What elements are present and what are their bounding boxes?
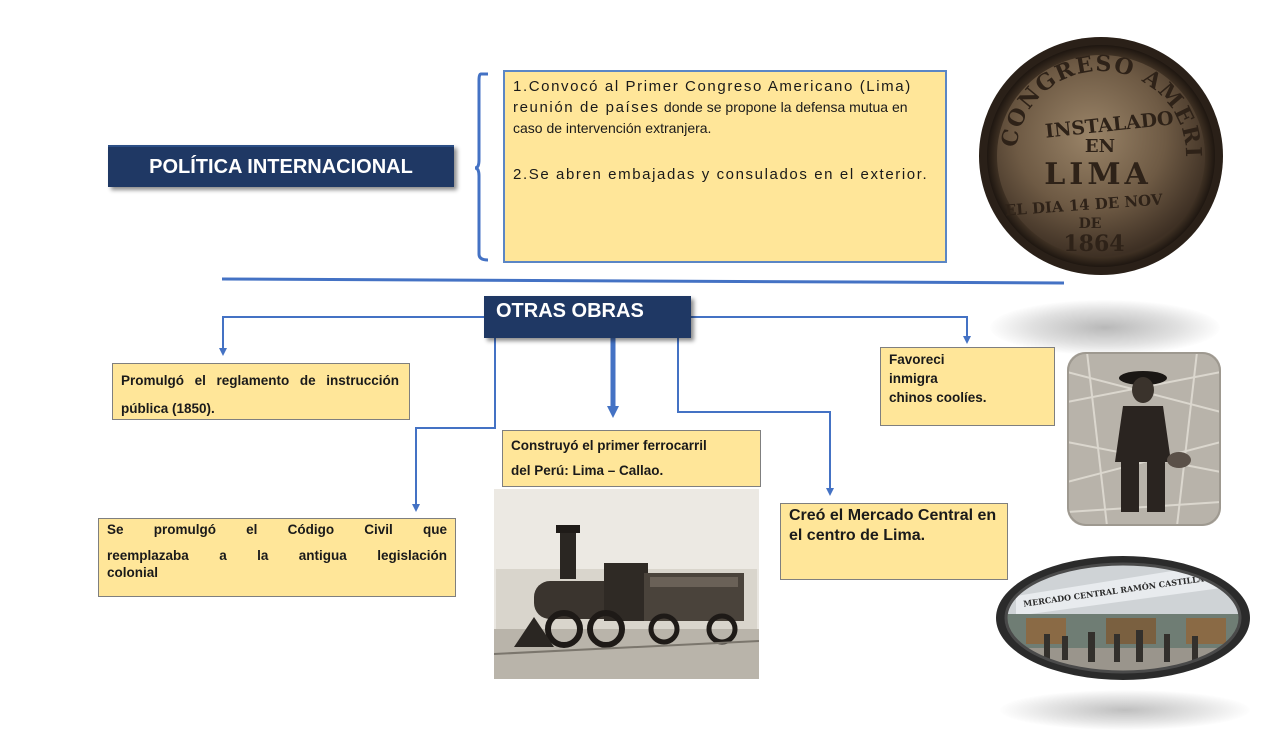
codigo-word: Código <box>287 522 335 537</box>
train-photo-image <box>494 489 759 679</box>
coin-line7: 1864 <box>1063 231 1124 257</box>
mercado-central-box: Creó el Mercado Central en el centro de … <box>780 503 1008 580</box>
codigo-word: la <box>257 548 269 563</box>
codigo-word: reemplazaba <box>107 548 189 563</box>
mercado-central-photo-image: MERCADO CENTRAL RAMÓN CASTILLA <box>996 556 1250 680</box>
favoreci-inmigracion-box: Favoreci inmigra chinos coolíes. <box>880 347 1055 426</box>
ferrocarril-line-2: del Perú: Lima – Callao. <box>511 463 664 478</box>
coin-line6: DE <box>1079 216 1102 232</box>
codigo-word: Se <box>107 522 124 537</box>
market-shadow <box>1000 690 1250 730</box>
codigo-word: promulgó <box>153 522 216 537</box>
ferrocarril-box: Construyó el primer ferrocarril del Perú… <box>502 430 761 487</box>
section-divider <box>221 277 1065 285</box>
codigo-civil-box: Se promulgó el Código Civil que reemplazaba a l… <box>98 518 456 597</box>
politica-item-1-rest: donde se propone la defensa mutua en cas… <box>513 99 908 136</box>
coin-shadow <box>990 300 1220 355</box>
codigo-word: legislación <box>377 548 447 563</box>
coin-line3: EN <box>1085 136 1115 157</box>
favoreci-line-2: inmigra <box>889 371 938 386</box>
favoreci-line-1: Favoreci <box>889 352 945 367</box>
codigo-word: el <box>246 522 258 537</box>
bracket <box>474 72 489 262</box>
otras-obras-title: OTRAS OBRAS <box>484 296 691 338</box>
codigo-word: que <box>422 522 447 537</box>
connector-favoreci <box>691 316 971 344</box>
favoreci-line-3: chinos coolíes. <box>889 390 987 405</box>
ferrocarril-line-1: Construyó el primer ferrocarril <box>511 438 707 453</box>
connector-mercado <box>677 338 834 496</box>
codigo-line-2: reemplazaba a la antigua legislación <box>107 547 447 564</box>
coolie-worker-photo-image <box>1067 352 1221 526</box>
connector-reglamento <box>219 316 484 356</box>
codigo-word: Civil <box>364 522 393 537</box>
codigo-line-1: Se promulgó el Código Civil que <box>107 521 447 538</box>
politica-item-2: 2.Se abren embajadas y consulados en el … <box>513 166 929 183</box>
codigo-word: antigua <box>298 548 347 563</box>
politica-internacional-title: POLÍTICA INTERNACIONAL <box>108 145 454 187</box>
codigo-word: a <box>219 548 227 563</box>
coin-line4: LIMA <box>1044 157 1152 192</box>
politica-internacional-box: 1.Convocó al Primer Congreso Americano (… <box>503 70 947 263</box>
codigo-line-3: colonial <box>107 565 159 580</box>
connector-codigo <box>412 338 496 512</box>
politica-item-1-spaced: 1.Convocó al Primer Congreso Americano (… <box>513 78 912 116</box>
reglamento-box: Promulgó el reglamento de instrucción pú… <box>112 363 410 420</box>
congreso-americano-coin-image: CONGRESO AMERICANO INSTALADO EN LIMA EL … <box>978 36 1223 275</box>
politica-item-1: 1.Convocó al Primer Congreso Americano (… <box>513 76 935 138</box>
